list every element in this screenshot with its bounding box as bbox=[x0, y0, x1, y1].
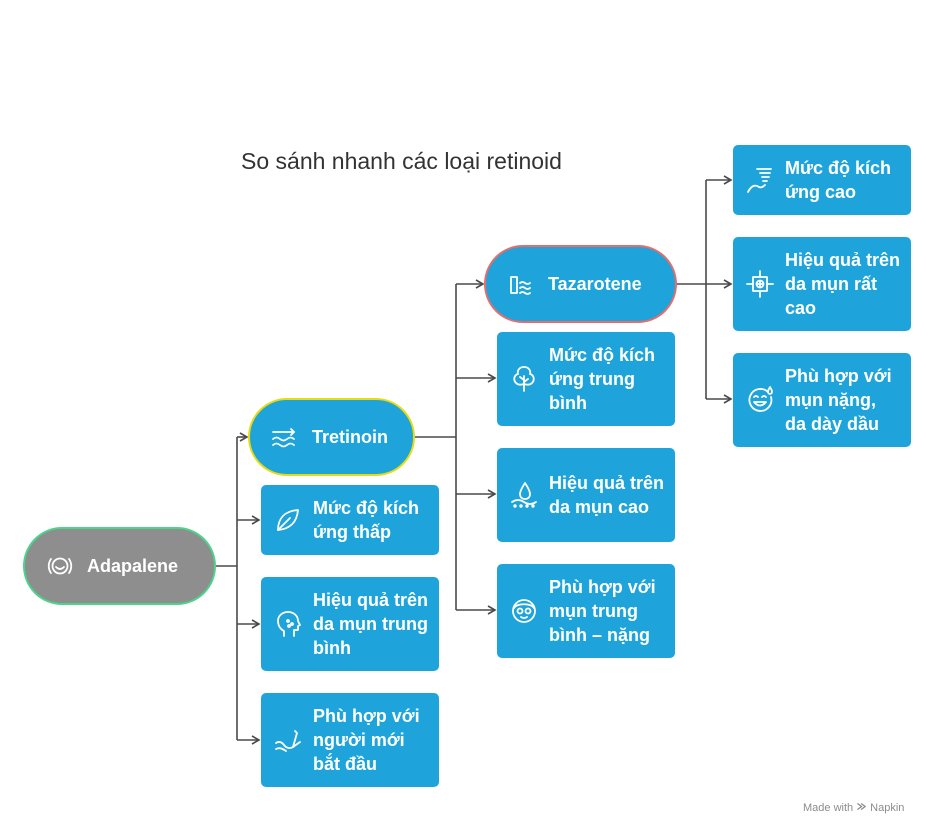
detail-text: Hiệu quả trên da mụn rất cao bbox=[785, 250, 901, 318]
factory-water-icon bbox=[506, 269, 536, 299]
detail-text: Phù hợp với người mới bắt đầu bbox=[313, 706, 420, 774]
tazarotene-detail-suitability[interactable]: Phù hợp với mụn nặng, da dày dầu bbox=[733, 353, 911, 447]
diagram-title: So sánh nhanh các loại retinoid bbox=[241, 148, 562, 174]
tretinoin-detail-irritation[interactable]: Mức độ kích ứng trung bình bbox=[497, 332, 675, 426]
adapalene-detail-suitability[interactable]: Phù hợp với người mới bắt đầu bbox=[261, 693, 439, 787]
detail-text: Hiệu quả trên da mụn trung bình bbox=[313, 590, 429, 658]
node-tazarotene[interactable]: Tazarotene bbox=[484, 245, 677, 323]
tazarotene-label: Tazarotene bbox=[548, 273, 642, 294]
adapalene-label: Adapalene bbox=[87, 555, 179, 576]
tretinoin-detail-efficacy[interactable]: Hiệu quả trên da mụn cao bbox=[497, 448, 675, 542]
tazarotene-detail-irritation[interactable]: Mức độ kích ứng cao bbox=[733, 145, 911, 215]
detail-text: Mức độ kích ứng cao bbox=[785, 158, 892, 202]
detail-text: Hiệu quả trên da mụn cao bbox=[549, 473, 665, 517]
tornado-icon bbox=[745, 165, 775, 195]
head-profile-icon bbox=[273, 609, 303, 639]
adapalene-detail-irritation[interactable]: Mức độ kích ứng thấp bbox=[261, 485, 439, 555]
sweat-smile-icon bbox=[745, 385, 775, 415]
detail-text: Phù hợp với mụn nặng, da dày dầu bbox=[785, 366, 892, 434]
detail-text: Phù hợp với mụn trung bình – nặng bbox=[549, 577, 656, 645]
node-tretinoin[interactable]: Tretinoin bbox=[248, 398, 415, 476]
face-in-circle-icon bbox=[45, 551, 75, 581]
waves-icon bbox=[270, 422, 300, 452]
tretinoin-detail-suitability[interactable]: Phù hợp với mụn trung bình – nặng bbox=[497, 564, 675, 658]
napkin-logo-icon bbox=[856, 801, 867, 815]
tretinoin-label: Tretinoin bbox=[312, 426, 388, 447]
node-adapalene[interactable]: Adapalene bbox=[23, 527, 216, 605]
tazarotene-detail-efficacy[interactable]: Hiệu quả trên da mụn rất cao bbox=[733, 237, 911, 331]
target-frame-icon bbox=[745, 269, 775, 299]
droplet-skin-icon bbox=[509, 480, 539, 510]
tree-icon bbox=[509, 364, 539, 394]
made-with-text: Made with bbox=[803, 802, 854, 814]
detail-text: Mức độ kích ứng trung bình bbox=[549, 345, 656, 413]
adapalene-detail-efficacy[interactable]: Hiệu quả trên da mụn trung bình bbox=[261, 577, 439, 671]
napkin-brand-name: Napkin bbox=[870, 802, 905, 814]
face-mask-icon bbox=[509, 596, 539, 626]
hand-gesture-icon bbox=[273, 725, 303, 755]
branding: Made with Napkin bbox=[803, 801, 904, 815]
leaf-icon bbox=[273, 505, 303, 535]
detail-text: Mức độ kích ứng thấp bbox=[313, 498, 420, 542]
